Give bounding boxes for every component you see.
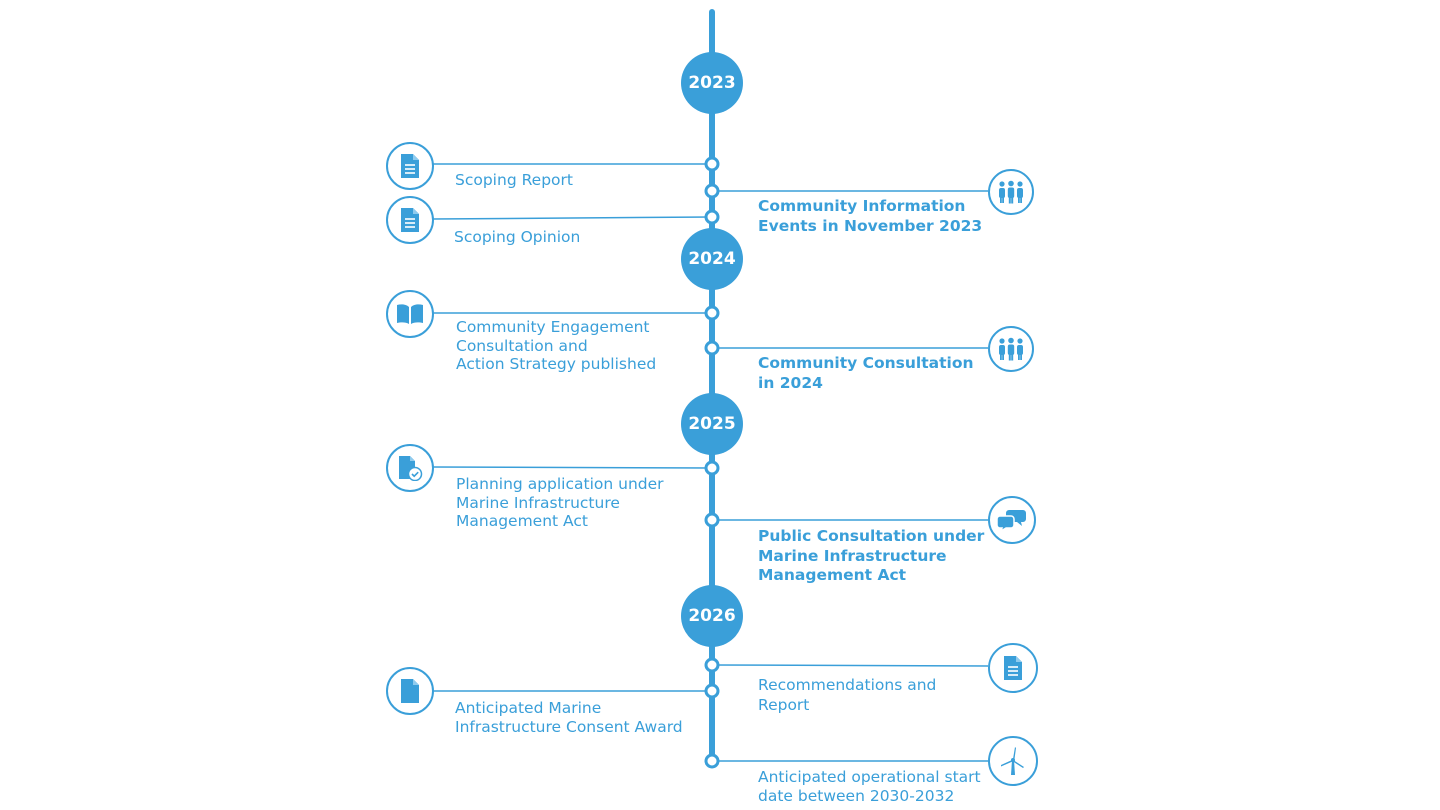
- node-community-info: [704, 183, 720, 199]
- wind-turbine-icon: [988, 736, 1038, 786]
- book-icon: [386, 290, 434, 338]
- connector-scoping-opinion: [431, 216, 713, 220]
- milestone-label: Scoping Report: [455, 171, 573, 189]
- year-badge-2025: 2025: [681, 393, 743, 455]
- year-badge-2023: 2023: [681, 52, 743, 114]
- milestone-label: Planning application under Marine Infras…: [456, 475, 664, 530]
- node-recommendations: [704, 657, 720, 673]
- node-planning: [704, 460, 720, 476]
- milestone-label: Anticipated operational start date betwe…: [758, 768, 981, 805]
- connector-planning: [431, 466, 713, 469]
- chat-bubbles-icon: [988, 496, 1036, 544]
- node-engagement: [704, 305, 720, 321]
- blank-document-icon: [386, 667, 434, 715]
- connector-recommendations: [711, 664, 989, 667]
- people-icon: [988, 326, 1034, 372]
- node-community-consultation: [704, 340, 720, 356]
- node-scoping-opinion: [704, 209, 720, 225]
- document-check-icon: [386, 444, 434, 492]
- milestone-label: Recommendations and Report: [758, 676, 937, 714]
- milestone-label: Community Information Events in November…: [758, 197, 983, 235]
- milestone-label: Scoping Opinion: [454, 228, 581, 246]
- year-badge-2024: 2024: [681, 228, 743, 290]
- document-icon: [386, 196, 434, 244]
- document-icon: [386, 142, 434, 190]
- milestone-label: Public Consultation under Marine Infrast…: [758, 527, 985, 584]
- people-icon: [988, 169, 1034, 215]
- node-consent-award: [704, 683, 720, 699]
- node-public-consultation: [704, 512, 720, 528]
- node-scoping-report: [704, 156, 720, 172]
- milestone-label: Community Engagement Consultation and Ac…: [456, 318, 657, 373]
- milestone-label: Anticipated Marine Infrastructure Consen…: [455, 699, 683, 736]
- document-icon: [988, 643, 1038, 693]
- year-badge-2026: 2026: [681, 585, 743, 647]
- node-operational: [704, 753, 720, 769]
- milestone-label: Community Consultation in 2024: [758, 354, 974, 392]
